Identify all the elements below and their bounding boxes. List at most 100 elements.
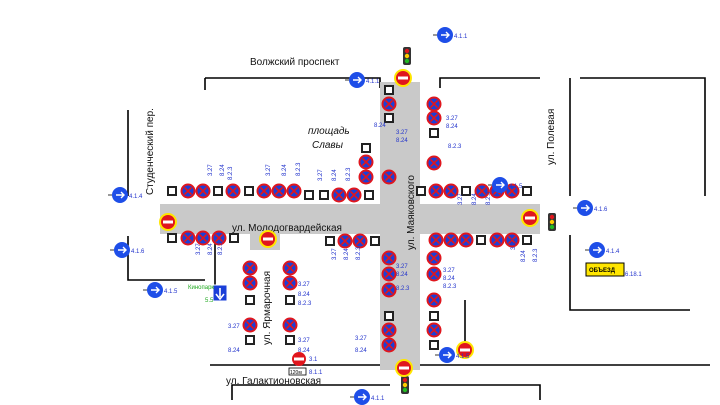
- no-stopping-sign-icon: [504, 183, 520, 199]
- no-stopping-sign-icon: [286, 183, 302, 199]
- sign-code-label: 8.24: [396, 138, 408, 144]
- road-mayakovskogo: [380, 82, 420, 370]
- barrier-icon: [229, 233, 239, 243]
- barrier-icon: [384, 113, 394, 123]
- no-stopping-sign-icon: [331, 187, 347, 203]
- no-stopping-sign-icon: [271, 183, 287, 199]
- no-stopping-sign-icon: [443, 232, 459, 248]
- sign-code-label: 3.27: [511, 238, 517, 250]
- sign-code-label: 3.27: [298, 338, 310, 344]
- barrier-icon: [285, 295, 295, 305]
- sign-code-label: 8.24: [355, 348, 367, 354]
- no-stopping-sign-icon: [504, 232, 520, 248]
- barrier-icon: [244, 186, 254, 196]
- barrier-icon: [319, 190, 329, 200]
- sign-code-label: 8.24: [446, 124, 458, 130]
- no-entry-sign-icon: [521, 209, 539, 227]
- sign-code-label: 3.27: [318, 169, 324, 181]
- no-stopping-sign-icon: [225, 183, 241, 199]
- sign-code-label: 8.24: [521, 250, 527, 262]
- road-molodogvardeyskaya: [160, 204, 540, 234]
- direction-sign-code: 4.1.5: [164, 289, 178, 295]
- mandatory-direction-sign-icon: [108, 187, 128, 203]
- barrier-icon: [416, 186, 426, 196]
- direction-sign-code: 4.1.1: [366, 79, 380, 85]
- sign-code-label: 8.2.3: [448, 144, 462, 150]
- one-way-code: 5.5: [205, 298, 214, 304]
- no-stopping-sign-icon: [426, 250, 442, 266]
- no-stopping-sign-icon: [337, 233, 353, 249]
- street-label-volzhsky: Волжский проспект: [250, 57, 340, 68]
- direction-sign-code: 4.1.5: [509, 184, 523, 190]
- sign-code-label: 8.24: [220, 164, 226, 176]
- no-stopping-sign-icon: [426, 96, 442, 112]
- sign-code-label: 3.27: [355, 336, 367, 342]
- direction-sign-code: 4.1.1: [371, 396, 385, 402]
- mandatory-direction-sign-icon: [143, 282, 163, 298]
- no-stopping-sign-icon: [426, 110, 442, 126]
- no-stopping-sign-icon: [352, 233, 368, 249]
- barrier-icon: [384, 85, 394, 95]
- no-stopping-sign-icon: [180, 183, 196, 199]
- sign-code-label: 8.24: [472, 193, 478, 205]
- barrier-icon: [325, 236, 335, 246]
- no-stopping-sign-icon: [381, 96, 397, 112]
- no-entry-sign-icon: [259, 230, 277, 248]
- barrier-icon: [384, 311, 394, 321]
- no-stopping-sign-icon: [346, 187, 362, 203]
- street-labels: Волжский проспект Студенческий пер. ул. …: [145, 57, 557, 387]
- direction-sign-code: 4.1.6: [594, 207, 608, 213]
- street-label-molodogvardeyskaya: ул. Молодогвардейская: [232, 223, 342, 234]
- mandatory-direction-sign-icon: [350, 389, 370, 405]
- sign-code-label: 8.24: [396, 272, 408, 278]
- sign-code-label: 8.2.3: [298, 301, 312, 307]
- traffic-lights: [401, 47, 556, 394]
- sign-code-label: 8.24: [374, 123, 386, 129]
- barrier-icon: [429, 340, 439, 350]
- sign-code-label: 8.24: [228, 348, 240, 354]
- street-label-mayakovskogo: ул. Маяковского: [406, 175, 417, 250]
- no-stopping-sign-icon: [211, 230, 227, 246]
- sign-code-label: 8.24: [344, 248, 350, 260]
- barrier-icon: [245, 295, 255, 305]
- no-stopping-sign-icon: [282, 317, 298, 333]
- no-stopping-sign-icon: [428, 183, 444, 199]
- sign-code-label: 3.27: [266, 164, 272, 176]
- no-entry-code: 3.1: [309, 357, 318, 363]
- distance-plate-label: 120м: [290, 370, 302, 376]
- no-stopping-sign-icon: [381, 337, 397, 353]
- traffic-light-icon: [548, 213, 556, 231]
- no-entry-sign-icon: [394, 69, 412, 87]
- no-stopping-sign-icon: [443, 183, 459, 199]
- no-stopping-sign-icon: [426, 292, 442, 308]
- sign-codes: 3.27 8.24 8.2.3 3.27 8.24 8.2.3 3.27 8.24 8.2.3 3…: [196, 116, 539, 354]
- mandatory-direction-sign-icon: [573, 200, 593, 216]
- no-stopping-sign-icon: [381, 169, 397, 185]
- sign-code-label: 3.27: [196, 243, 202, 255]
- detour-code: 6.18.1: [625, 272, 642, 278]
- sign-code-label: 8.2.3: [346, 167, 352, 181]
- no-entry-sign-icon: [456, 341, 474, 359]
- sign-code-label: 8.2.3: [443, 284, 457, 290]
- no-stopping-sign-icon: [428, 232, 444, 248]
- no-stopping-sign-icon: [426, 155, 442, 171]
- sign-code-label: 8.24: [208, 243, 214, 255]
- no-stopping-sign-icon: [242, 260, 258, 276]
- sign-code-label: 8.2.3: [533, 248, 539, 262]
- no-stopping-sign-icon: [426, 322, 442, 338]
- detour-plate: ОБЪЕЗД 6.18.1: [585, 262, 642, 278]
- barrier-icon: [167, 186, 177, 196]
- no-stopping-sign-icon: [426, 266, 442, 282]
- no-stopping-sign-icon: [381, 322, 397, 338]
- no-stopping-sign-icon: [242, 317, 258, 333]
- sign-code-label: 8.2.3: [356, 246, 362, 260]
- no-stopping-sign-icon: [474, 183, 490, 199]
- barrier-icon: [285, 335, 295, 345]
- sign-code-label: 8.24: [298, 292, 310, 298]
- barrier-icon: [304, 190, 314, 200]
- sign-code-label: 8.2.3: [218, 241, 224, 255]
- distance-plate-code: 8.1.1: [309, 370, 323, 376]
- barrier-icon: [522, 186, 532, 196]
- sign-code-label: 3.27: [396, 130, 408, 136]
